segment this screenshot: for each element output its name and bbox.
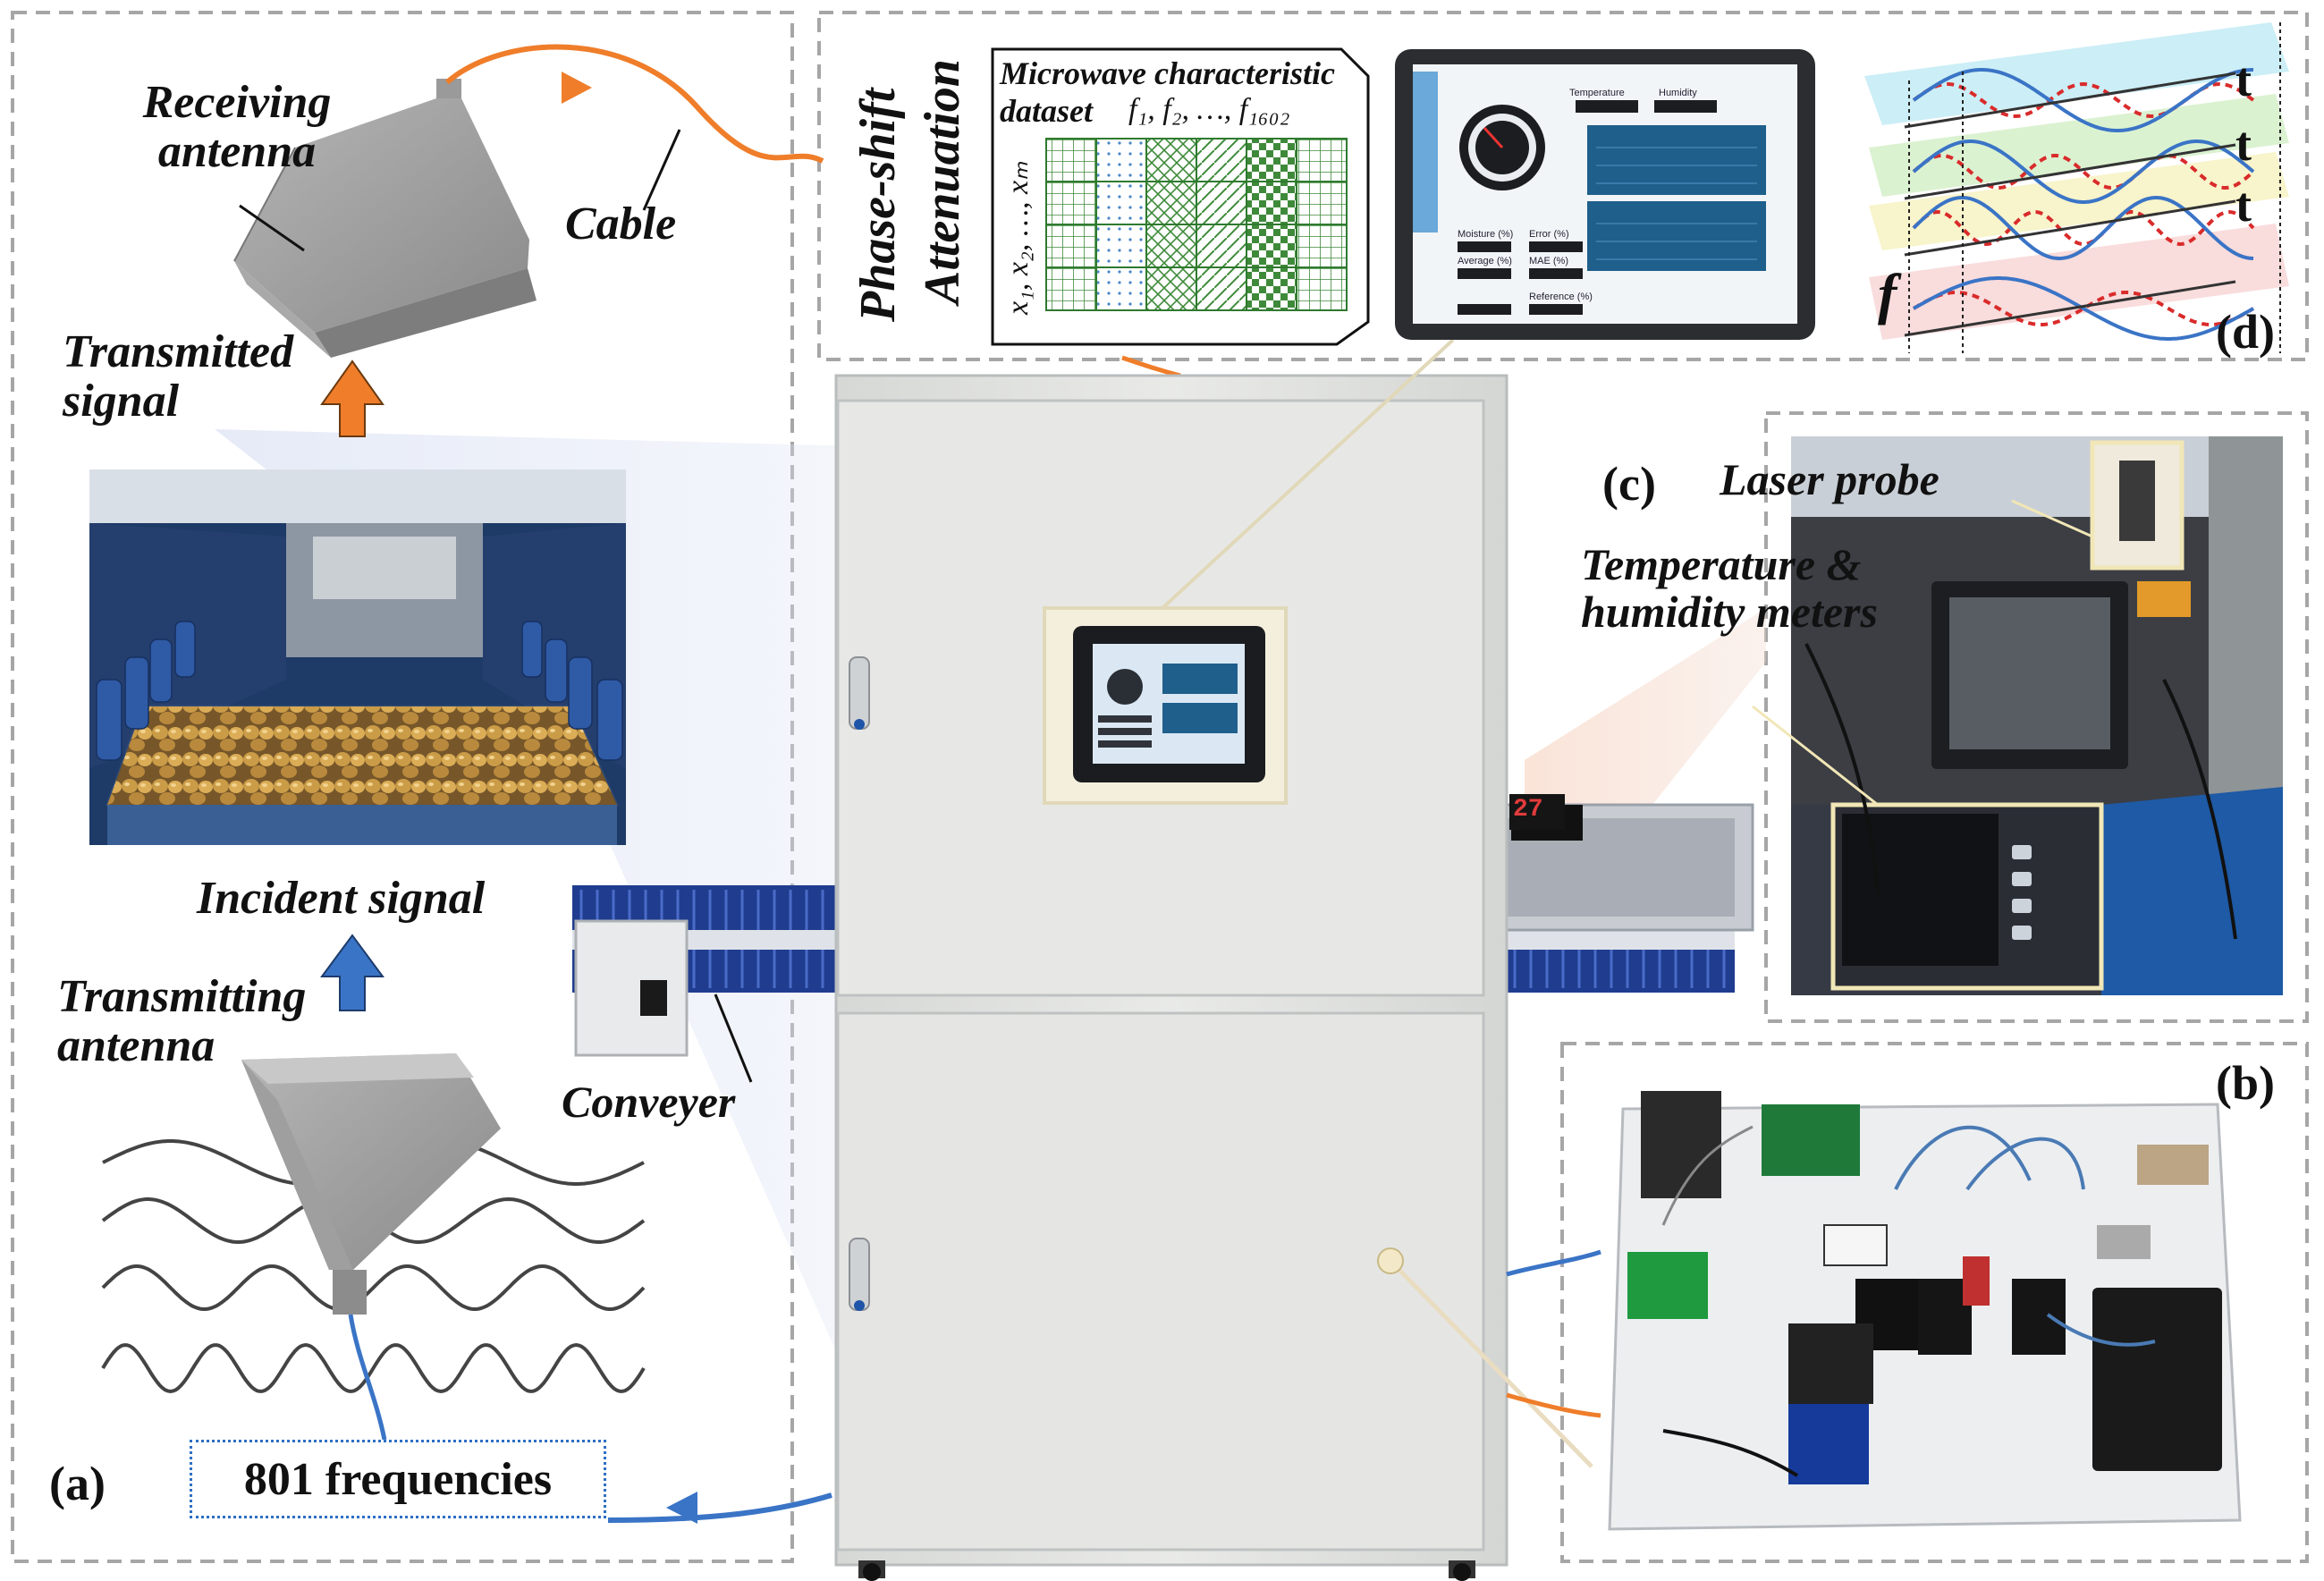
ts-moisture: Moisture (%) bbox=[1458, 229, 1514, 240]
main-cabinet bbox=[834, 374, 1508, 1581]
wave-3 bbox=[101, 1264, 646, 1311]
dataset-freq-seq: f₁, f₂, …, f₁₆₀₂ bbox=[1128, 93, 1290, 126]
screen-zoom-line bbox=[1161, 338, 1455, 610]
dataset-title-line1: Microwave characteristic bbox=[1000, 55, 1335, 91]
counter-display bbox=[1509, 794, 1565, 830]
incident-signal-label: Incident signal bbox=[197, 873, 486, 924]
axis-time-label-3: t bbox=[2235, 178, 2252, 232]
transmitted-signal-label: Transmitted signal bbox=[63, 326, 294, 427]
panel-a-border bbox=[11, 11, 794, 1563]
ts-mae: MAE (%) bbox=[1529, 256, 1568, 266]
cable-arrow bbox=[562, 72, 592, 104]
panel-b-border bbox=[1560, 1042, 2309, 1563]
axis-time-label-1: t bbox=[2235, 53, 2252, 106]
receiving-antenna-horn bbox=[233, 79, 537, 358]
zoomed-touchscreen bbox=[1395, 49, 1815, 340]
transmitted-signal-arrow bbox=[320, 359, 385, 437]
panel-d-tag: (d) bbox=[2216, 305, 2275, 359]
panel-c-border bbox=[1764, 411, 2309, 1023]
dataset-card bbox=[991, 47, 1370, 346]
receiving-pointer bbox=[239, 204, 305, 252]
incident-signal-arrow bbox=[320, 934, 385, 1011]
frequency-planes bbox=[1864, 22, 2289, 353]
dataset-title-line2: dataset bbox=[1000, 93, 1093, 129]
axis-frequency-label: f bbox=[1878, 262, 1897, 326]
dataset-sample-seq: x₁, x₂, …, xₘ bbox=[1001, 161, 1035, 315]
ts-error: Error (%) bbox=[1529, 229, 1569, 240]
ts-humidity: Humidity bbox=[1659, 88, 1697, 98]
cable-pointer bbox=[642, 129, 681, 211]
ts-temperature: Temperature bbox=[1569, 88, 1625, 98]
panel-d-border bbox=[817, 11, 2309, 361]
panel-b-tag: (b) bbox=[2216, 1056, 2275, 1110]
counter-value: 27 bbox=[1513, 796, 1543, 824]
cable-label: Cable bbox=[565, 199, 677, 249]
frequencies-box: 801 frequencies bbox=[190, 1440, 606, 1518]
tx-cable bbox=[348, 1314, 387, 1441]
panel-c-tag: (c) bbox=[1602, 457, 1656, 511]
ts-reference: Reference (%) bbox=[1529, 292, 1593, 302]
receiving-antenna-label: Receiving antenna bbox=[142, 77, 332, 177]
sensor-photo bbox=[1791, 436, 2283, 995]
attenuation-label: Attenuation bbox=[915, 59, 970, 304]
axis-time-label-2: t bbox=[2235, 117, 2252, 171]
wave-4 bbox=[101, 1342, 646, 1394]
sample-tunnel-photo bbox=[89, 469, 626, 845]
conveyer-label: Conveyer bbox=[562, 1077, 736, 1127]
temperature-humidity-label: Temperature & humidity meters bbox=[1581, 539, 1878, 637]
cable-line bbox=[445, 44, 824, 164]
transmitting-antenna-label: Transmitting antenna bbox=[57, 971, 307, 1071]
board-zoom-line bbox=[1389, 1259, 1593, 1468]
ts-average: Average (%) bbox=[1458, 256, 1512, 266]
transmitting-antenna-horn bbox=[241, 1053, 501, 1315]
panel-a-tag: (a) bbox=[49, 1457, 106, 1510]
circuit-board bbox=[1608, 1091, 2242, 1531]
zoom-beam-blue bbox=[215, 429, 894, 1391]
return-cable bbox=[607, 1492, 832, 1523]
phase-shift-label: Phase-shift bbox=[850, 88, 906, 322]
laser-probe-label: Laser probe bbox=[1720, 454, 1939, 504]
